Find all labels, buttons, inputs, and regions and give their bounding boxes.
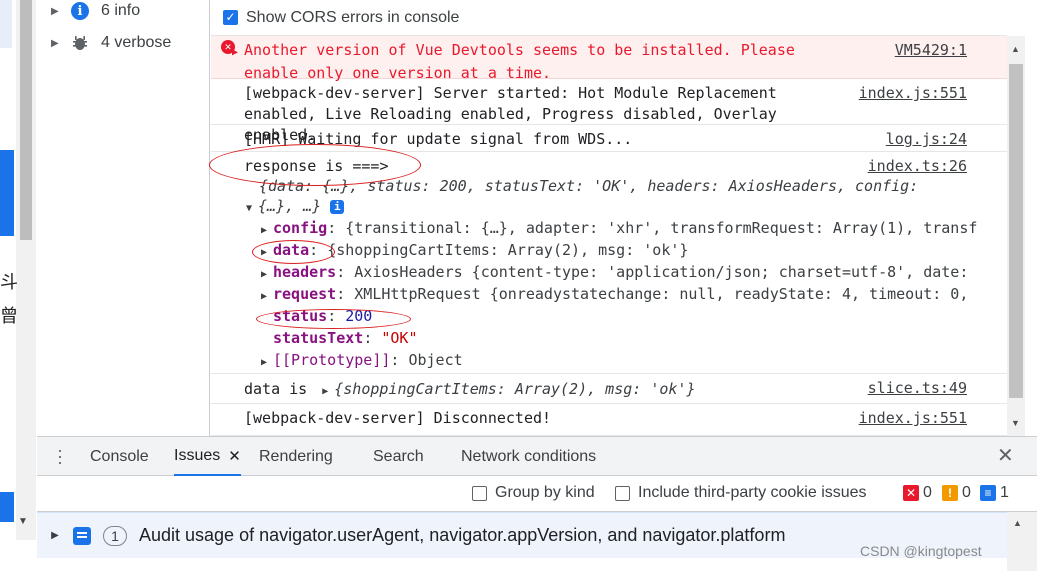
expand-arrow-icon[interactable]: ▶ — [261, 269, 268, 280]
cors-toggle[interactable]: ✓ Show CORS errors in console — [211, 0, 1007, 36]
edge-blue-bar — [0, 150, 14, 236]
third-party-cookie-toggle[interactable]: Include third-party cookie issues — [615, 484, 867, 502]
expand-arrow-icon[interactable]: ▶ — [261, 291, 268, 302]
annotation-ellipse — [252, 240, 335, 264]
console-scrollbar[interactable]: ▲ ▼ — [1007, 36, 1025, 436]
warning-count[interactable]: ! 0 — [942, 484, 971, 502]
console-log-message: [webpack-dev-server] Disconnected! index… — [211, 404, 1007, 436]
scroll-up-icon[interactable]: ▲ — [1013, 518, 1022, 528]
error-count[interactable]: ✕ 0 — [903, 484, 932, 502]
object-preview-line[interactable]: ▼{…}, …} i — [246, 196, 345, 219]
source-link[interactable]: index.js:551 — [858, 84, 967, 102]
info-count[interactable]: ≡ 1 — [980, 484, 1009, 502]
prop-config[interactable]: ▶config: {transitional: {…}, adapter: 'x… — [261, 218, 977, 241]
expand-arrow-icon[interactable]: ▶ — [51, 530, 59, 541]
drawer-tab-bar: ··· Console Issues ✕ Rendering Search Ne… — [37, 436, 1037, 476]
expand-arrow-icon[interactable]: ▶ — [232, 47, 239, 58]
bug-icon — [69, 32, 91, 54]
source-link[interactable]: index.ts:26 — [867, 157, 967, 175]
scrollbar-thumb[interactable] — [1009, 64, 1023, 398]
console-object-message: response is ===> index.ts:26 {data: {…},… — [211, 152, 1007, 374]
expand-arrow-icon[interactable]: ▶ — [261, 357, 268, 368]
source-link[interactable]: slice.ts:49 — [867, 379, 967, 397]
sidebar-item-label: 4 verbose — [101, 34, 172, 51]
expand-arrow-icon[interactable]: ▶ — [51, 37, 59, 49]
close-tab-icon[interactable]: ✕ — [228, 447, 241, 465]
tab-rendering[interactable]: Rendering — [259, 447, 333, 465]
object-preview[interactable]: {shoppingCartItems: Array(2), msg: 'ok'} — [334, 380, 696, 398]
error-icon: ✕ — [221, 40, 235, 54]
cors-label: Show CORS errors in console — [246, 8, 460, 26]
close-drawer-icon[interactable]: ✕ — [997, 445, 1014, 467]
annotation-ellipse — [209, 144, 421, 186]
log-text: data is — [244, 380, 308, 398]
edge-scrollbar-thumb[interactable] — [20, 0, 32, 240]
edge-glyph: 斗 — [0, 272, 18, 292]
left-edge-panel: 斗 曾 ▼ — [0, 0, 37, 571]
source-link[interactable]: index.js:551 — [858, 409, 967, 427]
console-log-message: data is ▶ {shoppingCartItems: Array(2), m… — [211, 374, 1007, 404]
expand-arrow-icon[interactable]: ▶ — [51, 5, 59, 17]
console-log-message: [webpack-dev-server] Server started: Hot… — [211, 79, 1007, 144]
prop-statustext: statusText: "OK" — [273, 329, 418, 347]
error-icon: ✕ — [903, 485, 919, 501]
info-icon: i — [69, 0, 91, 22]
edge-blue-bar — [0, 492, 14, 522]
prop-request[interactable]: ▶request: XMLHttpRequest {onreadystatech… — [261, 284, 968, 307]
expanded-arrow-icon[interactable]: ▼ — [246, 203, 253, 214]
issue-row[interactable]: ▶ 1 Audit usage of navigator.userAgent, … — [37, 512, 1007, 558]
group-by-kind-toggle[interactable]: Group by kind — [472, 484, 595, 502]
console-error-message: ✕ ▶ Another version of Vue Devtools seems… — [211, 36, 1007, 82]
tab-issues[interactable]: Issues ✕ — [174, 437, 241, 476]
object-preview[interactable]: {data: {…}, status: 200, statusText: 'OK… — [259, 177, 919, 195]
prop-headers[interactable]: ▶headers: AxiosHeaders {content-type: 'a… — [261, 262, 968, 285]
drawer-scrollbar[interactable]: ▲ — [1007, 512, 1037, 571]
tab-network-conditions[interactable]: Network conditions — [461, 447, 597, 465]
issue-count-badge: 1 — [103, 525, 127, 546]
edge-highlight — [0, 0, 12, 48]
tab-console[interactable]: Console — [90, 447, 149, 465]
source-link[interactable]: VM5429:1 — [894, 41, 967, 59]
checkbox-unchecked-icon[interactable] — [615, 485, 630, 501]
info-icon[interactable]: i — [330, 200, 345, 214]
issues-toolbar: Group by kind Include third-party cookie… — [37, 476, 1037, 512]
checkbox-checked-icon[interactable]: ✓ — [223, 10, 238, 25]
warning-icon: ! — [942, 485, 958, 501]
sidebar-item-info[interactable]: ▶ i 6 info — [51, 0, 140, 22]
issue-text: Audit usage of navigator.userAgent, navi… — [139, 525, 786, 545]
issue-icon: ≡ — [980, 485, 996, 501]
sidebar-item-label: 6 info — [101, 2, 141, 19]
expand-arrow-icon[interactable]: ▶ — [322, 386, 329, 397]
issue-icon — [73, 526, 91, 545]
scroll-up-icon[interactable]: ▲ — [1011, 44, 1020, 54]
error-text: Another version of Vue Devtools seems to… — [244, 41, 804, 82]
tab-search[interactable]: Search — [373, 447, 424, 465]
console-panel: ✓ Show CORS errors in console ✕ ▶ Another… — [211, 0, 1007, 436]
edge-glyph: 曾 — [0, 306, 18, 326]
scroll-down-icon[interactable]: ▼ — [1011, 418, 1020, 428]
annotation-ellipse — [256, 309, 411, 329]
log-text: [webpack-dev-server] Server started: Hot… — [244, 84, 786, 144]
expand-arrow-icon[interactable]: ▶ — [261, 225, 268, 236]
checkbox-unchecked-icon[interactable] — [472, 485, 487, 501]
chevron-down-icon[interactable]: ▼ — [18, 516, 28, 527]
more-options-icon[interactable]: ··· — [57, 440, 63, 472]
prop-prototype[interactable]: ▶[[Prototype]]: Object — [261, 350, 463, 373]
sidebar-item-verbose[interactable]: ▶ 4 verbose — [51, 32, 171, 54]
console-sidebar: ▶ i 6 info ▶ 4 verbose — [37, 0, 210, 436]
source-link[interactable]: log.js:24 — [885, 130, 967, 148]
watermark: CSDN @kingtopest — [860, 543, 982, 559]
log-text: [webpack-dev-server] Disconnected! — [244, 409, 552, 427]
